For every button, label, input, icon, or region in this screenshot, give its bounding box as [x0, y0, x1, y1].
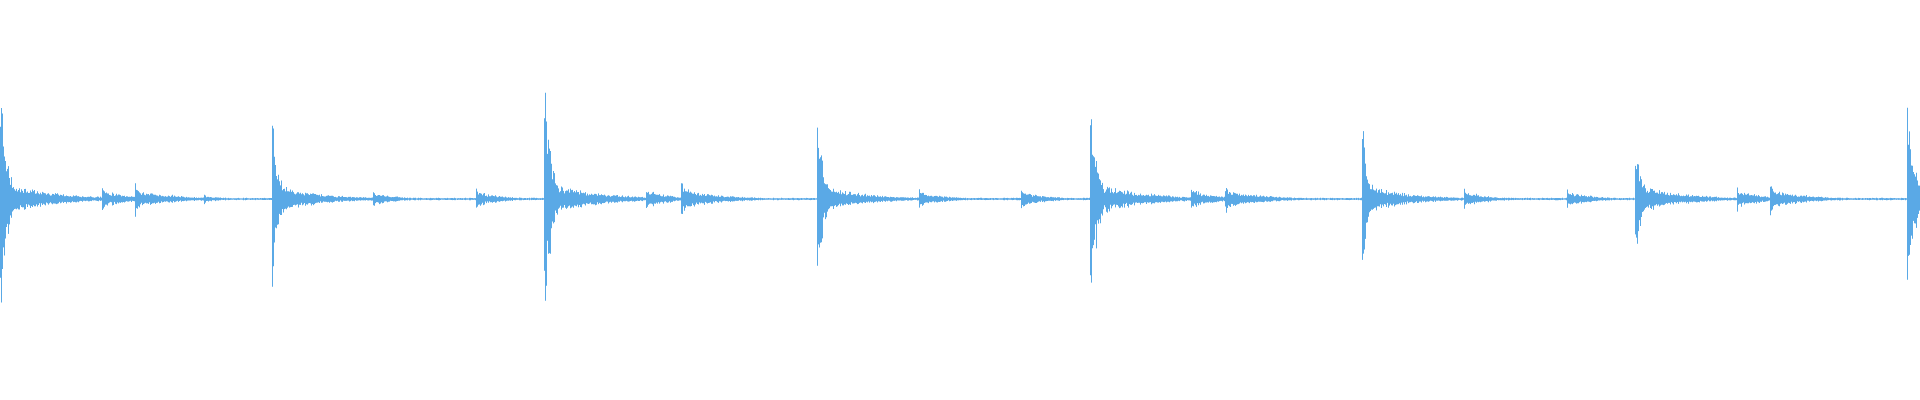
waveform-path	[0, 92, 1920, 303]
